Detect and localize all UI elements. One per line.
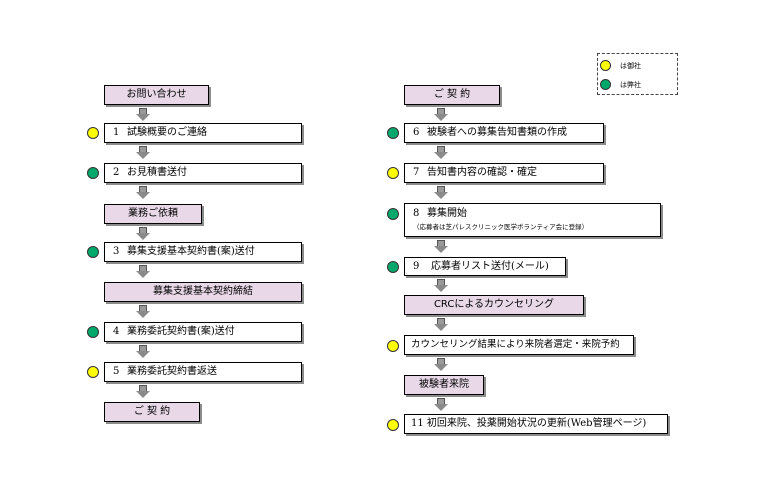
stage-counseling: CRCによるカウンセリング — [404, 295, 584, 315]
step-7: 7 告知書内容の確認・確定 — [404, 163, 604, 183]
step-label: 11 初回来院、投薬開始状況の更新(Web管理ページ) — [411, 418, 647, 429]
step-8: 8 募集開始 （応募者は芝パレスクリニック医学ボランティア会に登録） — [404, 203, 661, 237]
legend-label-company: は弊社 — [620, 80, 641, 89]
step-number: 1 — [113, 127, 120, 138]
client-circle-icon — [600, 60, 611, 71]
step-label: 募集支援基本契約書(案)送付 — [127, 246, 255, 257]
step-number: 6 — [413, 127, 420, 138]
step-label: 業務委託契約書返送 — [127, 366, 217, 377]
step-number: 7 — [413, 167, 420, 178]
company-circle-icon — [387, 261, 399, 273]
arrow-down-icon — [136, 186, 150, 199]
step-4: 4 業務委託契約書(案)送付 — [104, 322, 302, 342]
arrow-down-icon — [136, 265, 150, 278]
step-8-main: 8 募集開始 — [405, 209, 467, 219]
stage-contract-right: ご 契 約 — [404, 85, 500, 105]
stage-contract-label: ご 契 約 — [133, 406, 171, 417]
step-number: 4 — [113, 326, 120, 337]
legend-label-client: は御社 — [620, 61, 641, 70]
company-circle-icon — [87, 246, 99, 258]
step-2: 2 お見積書送付 — [104, 163, 302, 183]
step-9: 9 応募者リスト送付(メール) — [404, 257, 566, 276]
legend-item-client: は御社 — [600, 60, 641, 71]
company-circle-icon — [87, 326, 99, 338]
stage-visit: 被験者来院 — [404, 375, 484, 395]
arrow-down-icon — [136, 345, 150, 358]
step-10: カウンセリング結果により来院者選定・来院予約 — [404, 335, 634, 355]
arrow-down-icon — [136, 227, 150, 240]
step-label: 告知書内容の確認・確定 — [427, 167, 537, 178]
arrow-down-icon — [136, 385, 150, 398]
client-circle-icon — [387, 340, 399, 352]
step-label: 募集開始 — [427, 208, 467, 220]
stage-basic-contract: 募集支援基本契約締結 — [104, 282, 302, 302]
company-circle-icon — [387, 208, 399, 220]
step-number: 5 — [113, 366, 120, 377]
arrow-down-icon — [434, 318, 448, 331]
stage-inquiry: お問い合わせ — [104, 85, 209, 105]
step-label: お見積書送付 — [127, 167, 187, 178]
arrow-down-icon — [434, 186, 448, 199]
step-label: 試験概要のご連絡 — [127, 127, 207, 138]
step-number: 2 — [113, 167, 120, 178]
stage-request-label: 業務ご依頼 — [128, 208, 178, 219]
step-label: 業務委託契約書(案)送付 — [127, 326, 235, 337]
company-circle-icon — [600, 79, 611, 90]
step-label: 応募者リスト送付(メール) — [431, 260, 549, 272]
stage-contract-left: ご 契 約 — [104, 402, 200, 422]
client-circle-icon — [87, 127, 99, 139]
step-label: カウンセリング結果により来院者選定・来院予約 — [411, 339, 620, 351]
step-3: 3 募集支援基本契約書(案)送付 — [104, 242, 302, 262]
step-6: 6 被験者への募集告知書類の作成 — [404, 123, 604, 143]
arrow-down-icon — [136, 146, 150, 159]
arrow-down-icon — [136, 108, 150, 121]
arrow-down-icon — [434, 279, 448, 292]
arrow-down-icon — [434, 398, 448, 411]
client-circle-icon — [387, 167, 399, 179]
arrow-down-icon — [434, 146, 448, 159]
company-circle-icon — [87, 167, 99, 179]
stage-contract-label: ご 契 約 — [433, 89, 471, 100]
stage-basic-contract-label: 募集支援基本契約締結 — [153, 286, 253, 297]
step-number: 8 — [413, 208, 420, 220]
stage-visit-label: 被験者来院 — [419, 379, 469, 390]
stage-request: 業務ご依頼 — [104, 204, 202, 224]
step-label: 被験者への募集告知書類の作成 — [427, 127, 567, 138]
company-circle-icon — [387, 127, 399, 139]
arrow-down-icon — [434, 108, 448, 121]
step-11: 11 初回来院、投薬開始状況の更新(Web管理ページ) — [404, 414, 668, 434]
step-number: 3 — [113, 246, 120, 257]
arrow-down-icon — [434, 358, 448, 371]
step-8-note: （応募者は芝パレスクリニック医学ボランティア会に登録） — [413, 223, 589, 232]
client-circle-icon — [387, 419, 399, 431]
step-number: 9 — [413, 260, 420, 272]
step-1: 1 試験概要のご連絡 — [104, 123, 302, 143]
arrow-down-icon — [434, 240, 448, 253]
client-circle-icon — [87, 366, 99, 378]
stage-inquiry-label: お問い合わせ — [126, 89, 187, 100]
stage-counseling-label: CRCによるカウンセリング — [433, 299, 555, 310]
legend: は御社 は弊社 — [597, 53, 678, 95]
legend-item-company: は弊社 — [600, 79, 641, 90]
step-5: 5 業務委託契約書返送 — [104, 362, 302, 382]
arrow-down-icon — [136, 305, 150, 318]
